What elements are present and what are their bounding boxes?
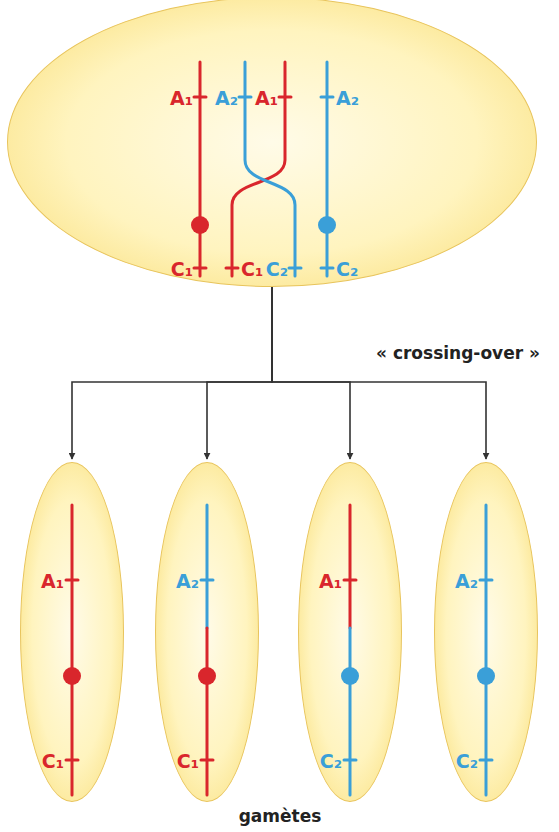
allele-label: A₁ — [255, 88, 278, 109]
centromere — [63, 667, 81, 685]
locus-tick — [194, 267, 238, 270]
allele-label: C₁ — [42, 751, 64, 772]
allele-label: C₁ — [241, 259, 263, 280]
centromere — [191, 216, 209, 234]
chromatid — [245, 62, 295, 276]
centromere — [341, 667, 359, 685]
locus-tick — [289, 267, 333, 270]
allele-label: C₂ — [336, 259, 358, 280]
centromere — [477, 667, 495, 685]
chromosome — [201, 505, 213, 628]
chromosome — [66, 505, 78, 795]
centromere — [318, 216, 336, 234]
chromatid — [232, 62, 285, 276]
arrow-connector — [272, 287, 486, 459]
chromosome — [201, 628, 213, 795]
cell-ellipse: A₁A₂A₁A₂C₁C₁C₂C₂ — [7, 0, 537, 287]
allele-label: A₂ — [336, 88, 359, 109]
process-label: « crossing-over » — [376, 343, 540, 363]
arrow-connector — [72, 287, 272, 459]
locus-tick — [239, 96, 333, 99]
arrow-connector — [272, 287, 350, 459]
chromosome — [344, 505, 356, 628]
allele-label: A₁ — [41, 571, 64, 592]
chromosome — [344, 628, 356, 795]
caption-label: gamètes — [239, 806, 322, 826]
allele-label: A₁ — [319, 571, 342, 592]
chromatid — [326, 62, 329, 276]
allele-label: C₁ — [171, 259, 193, 280]
arrow-connector — [207, 287, 272, 459]
allele-label: C₂ — [456, 751, 478, 772]
allele-label: A₂ — [176, 571, 199, 592]
centromere — [198, 667, 216, 685]
allele-label: C₂ — [266, 259, 288, 280]
allele-label: A₂ — [455, 571, 478, 592]
chromatid — [199, 62, 202, 276]
allele-label: C₁ — [177, 751, 199, 772]
allele-label: A₂ — [215, 88, 238, 109]
chromosome — [480, 505, 492, 795]
allele-label: A₁ — [170, 88, 193, 109]
allele-label: C₂ — [320, 751, 342, 772]
